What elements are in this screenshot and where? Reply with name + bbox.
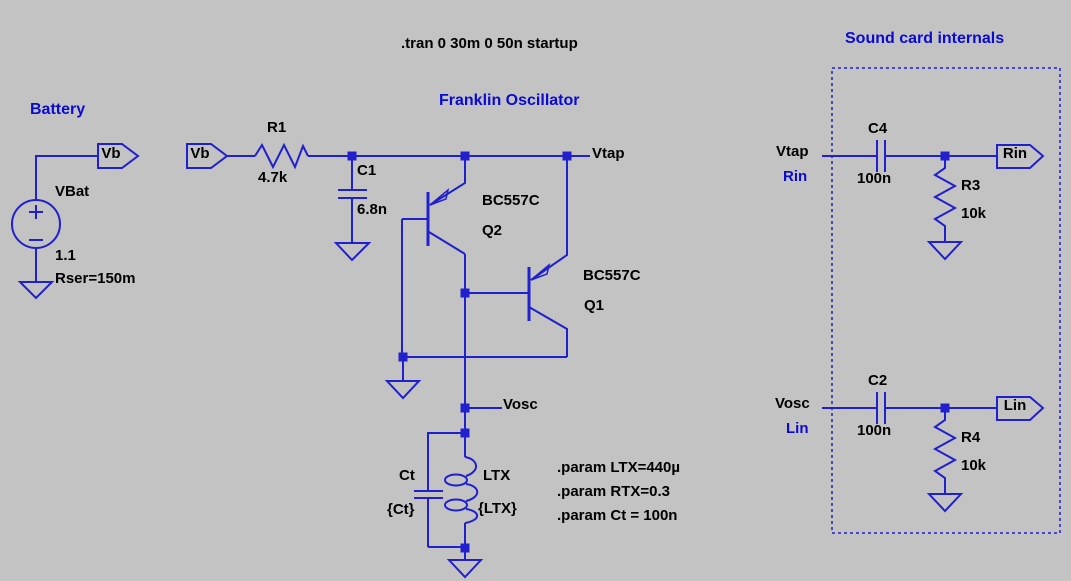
ground-symbol-r4[interactable]	[926, 493, 964, 513]
r3-value-label[interactable]: 10k	[961, 205, 987, 222]
capacitor-c1-symbol[interactable]	[338, 156, 367, 243]
ct-value-label[interactable]: {Ct}	[387, 501, 415, 518]
r4-value-label[interactable]: 10k	[961, 457, 987, 474]
capacitor-c4-symbol[interactable]	[876, 140, 886, 172]
ground-symbol-c1[interactable]	[333, 242, 372, 262]
q2-model-label[interactable]: BC557C	[482, 192, 540, 209]
net-label-vtap-soundcard[interactable]: Vtap	[776, 143, 809, 160]
junction-dots	[347, 151, 950, 553]
ground-symbol-mid[interactable]	[384, 357, 422, 400]
inductor-ltx-symbol[interactable]	[444, 456, 479, 548]
r1-name-label[interactable]: R1	[267, 119, 287, 136]
c1-name-label[interactable]: C1	[357, 162, 377, 179]
resistor-r1-symbol[interactable]	[254, 142, 309, 170]
port-flag-lin[interactable]	[996, 396, 1045, 421]
c4-value-label[interactable]: 100n	[857, 170, 892, 187]
ltx-name-label[interactable]: LTX	[483, 467, 511, 484]
port-flag-vb-oscillator[interactable]	[186, 143, 229, 169]
directive-param-rtx[interactable]: .param RTX=0.3	[557, 483, 670, 500]
vbat-rser-label[interactable]: Rser=150m	[55, 270, 136, 287]
c2-name-label[interactable]: C2	[868, 372, 888, 389]
resistor-r3-symbol[interactable]	[932, 156, 958, 242]
ground-symbol-battery[interactable]	[17, 248, 55, 300]
port-vb-battery-label[interactable]: Vb	[101, 145, 121, 162]
port-vb-oscillator-label[interactable]: Vb	[190, 145, 210, 162]
section-title-battery: Battery	[30, 101, 86, 118]
port-flag-vb-battery[interactable]	[97, 143, 140, 169]
r1-value-label[interactable]: 4.7k	[258, 169, 288, 186]
ground-symbol-r3[interactable]	[926, 241, 964, 261]
section-title-soundcard: Sound card internals	[845, 30, 1005, 47]
wire-vbat-to-port[interactable]	[35, 155, 98, 200]
q1-model-label[interactable]: BC557C	[583, 267, 641, 284]
c2-value-label[interactable]: 100n	[857, 422, 892, 439]
c4-name-label[interactable]: C4	[868, 120, 888, 137]
ltx-value-label[interactable]: {LTX}	[478, 500, 517, 517]
q1-emitter-arrow-icon	[530, 263, 551, 281]
voltage-source-vbat-symbol[interactable]	[11, 199, 61, 249]
port-lin-label[interactable]: Lin	[1003, 397, 1027, 414]
ct-name-label[interactable]: Ct	[399, 467, 415, 484]
net-label-vosc-soundcard[interactable]: Vosc	[775, 395, 810, 412]
directive-param-ltx[interactable]: .param LTX=440µ	[557, 459, 681, 476]
section-title-oscillator: Franklin Oscillator	[439, 92, 580, 109]
capacitor-ct-symbol[interactable]	[414, 432, 465, 548]
net-label-lin-blue[interactable]: Lin	[786, 420, 809, 437]
vbat-name-label[interactable]: VBat	[55, 183, 90, 200]
capacitor-c2-symbol[interactable]	[876, 392, 886, 424]
transistor-q1-symbol[interactable]	[465, 156, 568, 357]
net-label-vtap[interactable]: Vtap	[592, 145, 625, 162]
soundcard-dashed-box	[831, 67, 1061, 534]
directive-param-ct[interactable]: .param Ct = 100n	[557, 507, 678, 524]
port-rin-label[interactable]: Rin	[1002, 145, 1028, 162]
vbat-value-label[interactable]: 1.1	[55, 247, 76, 264]
c1-value-label[interactable]: 6.8n	[357, 201, 388, 218]
port-flag-rin[interactable]	[996, 144, 1045, 169]
net-label-rin-blue[interactable]: Rin	[783, 168, 808, 185]
resistor-r4-symbol[interactable]	[932, 408, 958, 494]
q2-name-label[interactable]: Q2	[482, 222, 503, 239]
directive-tran[interactable]: .tran 0 30m 0 50n startup	[401, 35, 578, 52]
r4-name-label[interactable]: R4	[961, 429, 981, 446]
r3-name-label[interactable]: R3	[961, 177, 981, 194]
q2-emitter-arrow-icon	[429, 188, 450, 206]
net-label-vosc[interactable]: Vosc	[503, 396, 538, 413]
transistor-q2-symbol[interactable]	[402, 156, 466, 255]
q1-name-label[interactable]: Q1	[584, 297, 605, 314]
